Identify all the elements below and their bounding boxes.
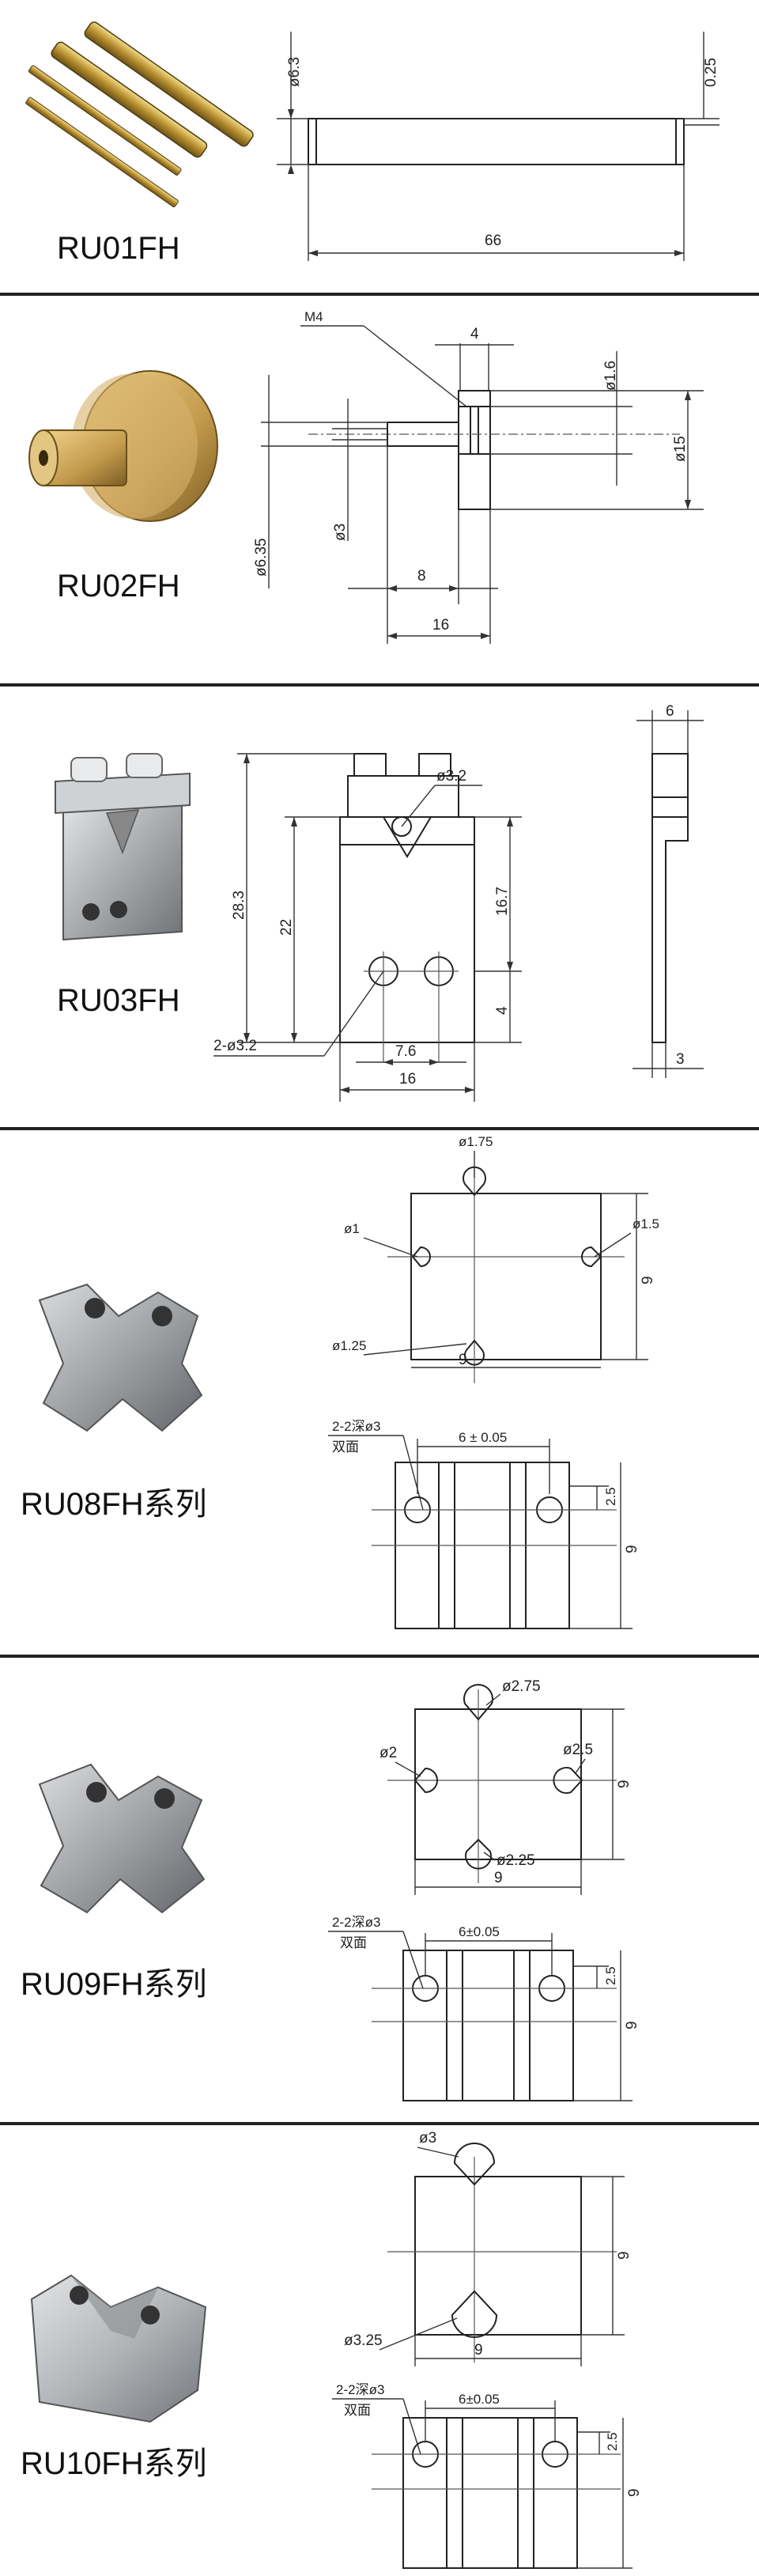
ru02fh-photo xyxy=(28,370,218,522)
ru08fh-photo xyxy=(38,1283,203,1432)
dim-hole-spec: 2-2深ø3 xyxy=(336,2382,384,2397)
ru09fh-photo xyxy=(38,1763,206,1914)
part-ru08fh: RU08FH系列 ø1.75 ø1 ø1.5 ø1.25 9 9 2-2深ø3 … xyxy=(0,1130,759,1655)
ru10fh-drawing-bottom: 2-2深ø3 双面 6±0.05 2.5 9 xyxy=(332,2382,643,2569)
separator xyxy=(0,2122,759,2125)
dim-hole-spec: 2-2深ø3 xyxy=(332,1915,380,1930)
dim-both-sides: 双面 xyxy=(340,1935,367,1950)
dim-dia-2-5: ø2.5 xyxy=(563,1742,593,1758)
ru10fh-photo xyxy=(30,2274,207,2423)
ru09fh-drawing-top: ø2.75 ø2 ø2.5 ø2.25 9 9 xyxy=(380,1678,632,1895)
part-name: RU08FH系列 xyxy=(21,1487,207,1522)
ru08fh-drawing-bottom: 2-2深ø3 双面 6 ± 0.05 2.5 9 xyxy=(328,1419,640,1629)
dim-thick-3: 3 xyxy=(676,1051,685,1068)
ru01fh-drawing: ø6.3 0.25 66 xyxy=(277,32,719,261)
dim-height-9: 9 xyxy=(626,2488,643,2497)
dim-len-8: 8 xyxy=(417,568,426,584)
ru03fh-photo xyxy=(55,753,191,941)
dim-side-9a: 9 xyxy=(616,1780,632,1788)
dim-height-4: 4 xyxy=(494,1006,511,1015)
dim-chamfer: 0.25 xyxy=(703,58,719,87)
part-ru10fh: RU10FH系列 ø3 ø3.25 9 9 2-2深ø3 双面 xyxy=(0,2125,759,2574)
dim-side-9b: 9 xyxy=(459,1352,467,1368)
separator xyxy=(0,293,759,296)
dim-dia-1: ø1 xyxy=(344,1221,360,1236)
part-ru01fh: RU01FH ø6.3 0.25 66 xyxy=(0,0,759,293)
dim-thread: M4 xyxy=(304,309,323,324)
part-ru09fh: RU09FH系列 ø2.75 ø2 ø2.5 ø2.25 9 9 2-2深ø3 … xyxy=(0,1658,759,2122)
part-ru02fh: RU02FH M4 4 ø1.6 ø15 xyxy=(0,296,759,683)
dim-thick-6: 6 xyxy=(666,703,674,720)
dim-width-4: 4 xyxy=(470,326,479,342)
dim-height-2-5: 2.5 xyxy=(605,2432,620,2451)
dim-dia-6-35: ø6.35 xyxy=(253,538,270,577)
dim-length: 66 xyxy=(485,233,501,249)
dim-dia-2: ø2 xyxy=(380,1745,397,1761)
dim-dia-2-25: ø2.25 xyxy=(497,1852,535,1869)
dim-hole-spec: 2-2深ø3 xyxy=(332,1419,380,1434)
dim-dia-1-75: ø1.75 xyxy=(459,1134,493,1149)
dim-both-sides: 双面 xyxy=(344,2403,371,2418)
ru02fh-drawing: M4 4 ø1.6 ø15 ø6.35 xyxy=(253,309,704,644)
dim-width-16: 16 xyxy=(399,1071,416,1088)
dim-side-9a: 9 xyxy=(640,1276,656,1284)
dim-side-9a: 9 xyxy=(616,2251,632,2260)
part-name: RU09FH系列 xyxy=(21,1967,207,2002)
ru08fh-drawing-top: ø1.75 ø1 ø1.5 ø1.25 9 9 xyxy=(332,1134,659,1383)
dim-pitch: 6 ± 0.05 xyxy=(459,1430,507,1445)
dim-dia-2-75: ø2.75 xyxy=(502,1678,541,1695)
dim-height-22: 22 xyxy=(278,919,295,936)
dim-height-28-3: 28.3 xyxy=(231,891,247,920)
dim-diameter: ø6.3 xyxy=(286,57,303,87)
part-name: RU02FH xyxy=(57,569,180,603)
dim-dia-3-25: ø3.25 xyxy=(344,2332,383,2349)
ru09fh-drawing-bottom: 2-2深ø3 双面 6±0.05 2.5 9 xyxy=(328,1915,640,2101)
dim-dia-3: ø3 xyxy=(332,524,349,541)
dim-both-sides: 双面 xyxy=(332,1439,359,1454)
dim-dia-1-6: ø1.6 xyxy=(602,361,619,391)
dim-dia-1-5: ø1.5 xyxy=(632,1216,659,1231)
dim-width-7-6: 7.6 xyxy=(395,1043,416,1060)
ru10fh-drawing-top: ø3 ø3.25 9 9 xyxy=(344,2130,632,2366)
dim-side-9b: 9 xyxy=(494,1870,503,1886)
dim-height-9: 9 xyxy=(624,1545,640,1553)
dim-dia-3-2: ø3.2 xyxy=(436,768,466,785)
separator xyxy=(0,683,759,687)
ru01fh-photo xyxy=(25,21,254,208)
dim-height-16-7: 16.7 xyxy=(494,887,511,916)
dim-pitch: 6±0.05 xyxy=(459,1924,500,1939)
ru03fh-side-drawing: 6 3 xyxy=(632,703,704,1078)
dim-height-2-5: 2.5 xyxy=(603,1487,618,1506)
separator xyxy=(0,1655,759,1658)
dim-len-16: 16 xyxy=(432,617,449,634)
dim-height-9: 9 xyxy=(624,2021,640,2029)
dim-height-2-5: 2.5 xyxy=(603,1966,618,1985)
dim-dia-15: ø15 xyxy=(672,436,689,462)
part-name: RU01FH xyxy=(57,231,180,266)
separator xyxy=(0,1127,759,1130)
dim-dia-1-25: ø1.25 xyxy=(332,1338,366,1353)
part-name: RU10FH系列 xyxy=(21,2446,207,2481)
dim-dia-3: ø3 xyxy=(419,2130,436,2147)
dim-pitch: 6±0.05 xyxy=(459,2392,500,2407)
part-ru03fh: RU03FH ø3.2 28.3 22 xyxy=(0,687,759,1127)
part-name: RU03FH xyxy=(57,983,180,1018)
dim-holes: 2-ø3.2 xyxy=(213,1038,257,1054)
ru03fh-front-drawing: ø3.2 28.3 22 16.7 4 2-ø3.2 7.6 xyxy=(213,753,522,1102)
dim-side-9b: 9 xyxy=(474,2342,483,2358)
